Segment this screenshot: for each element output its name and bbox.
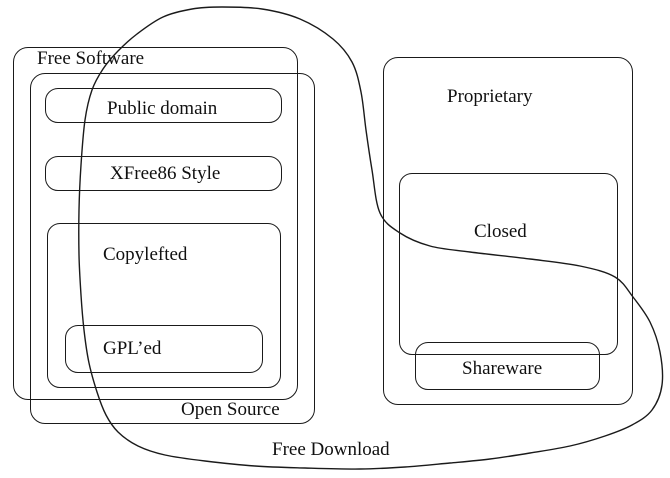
free-download-label: Free Download [272, 439, 390, 460]
proprietary-label: Proprietary [447, 86, 533, 107]
gpled-label: GPL’ed [103, 338, 162, 359]
copylefted-label: Copylefted [103, 244, 188, 265]
closed-label: Closed [474, 221, 527, 242]
gpled-box [65, 325, 263, 373]
shareware-label: Shareware [462, 358, 543, 379]
public-domain-label: Public domain [107, 98, 218, 119]
closed-box [399, 173, 618, 355]
open-source-label: Open Source [181, 399, 280, 420]
free-software-label: Free Software [37, 48, 145, 69]
xfree86-style-label: XFree86 Style [110, 163, 221, 184]
